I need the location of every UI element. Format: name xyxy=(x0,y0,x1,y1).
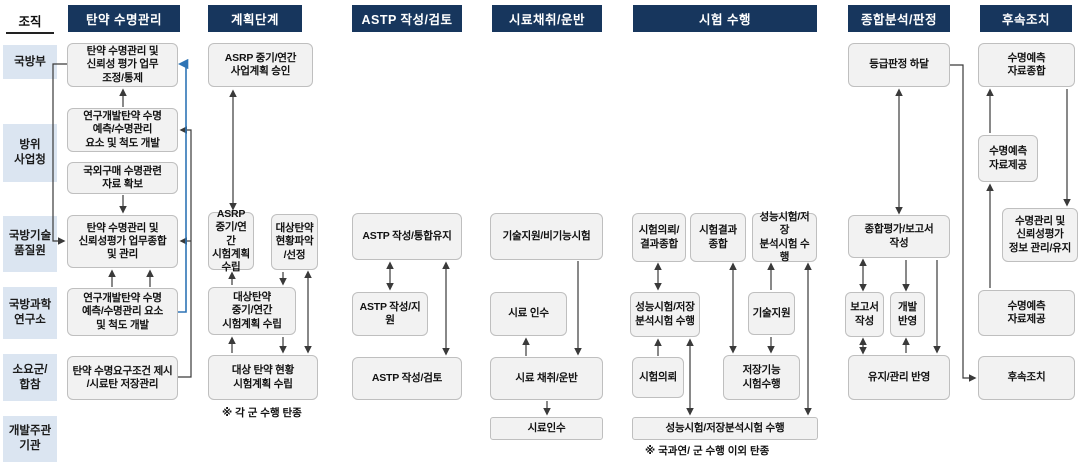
box-perf-storage-test-dtaq: 성능시험/저장 분석시험 수행 xyxy=(752,211,817,263)
box-techsupport-nonfunctional: 기술지원/비기능시험 xyxy=(490,213,603,260)
box-perf-storage-test-add: 성능시험/저장 분석시험 수행 xyxy=(630,292,700,337)
box-ammo-coordination: 탄약 수명관리 및 신뢰성 평가 업무 조정/통제 xyxy=(67,43,178,87)
box-lifedata-consolidate: 수명예측 자료종합 xyxy=(978,43,1075,87)
box-maintenance-reflect: 유지/관리 반영 xyxy=(848,355,950,400)
box-rnd-life-factors-dapa: 연구개발탄약 수명 예측/수명관리 요소 및 척도 개발 xyxy=(67,108,178,152)
box-astp-support: ASTP 작성/지원 xyxy=(352,292,428,336)
column-header-life-mgmt: 탄약 수명관리 xyxy=(68,5,180,32)
box-target-status-plan: 대상 탄약 현황 시험계획 수립 xyxy=(208,355,318,400)
row-label-add: 국방과학 연구소 xyxy=(3,287,57,339)
box-rnd-life-factors-add: 연구개발탄약 수명 예측/수명관리 요소 및 척도 개발 xyxy=(67,288,178,336)
box-sample-receive-add: 시료 인수 xyxy=(490,292,567,336)
feedback-connector-blue xyxy=(177,58,189,313)
row-label-mnd: 국방부 xyxy=(3,45,57,79)
column-header-analysis: 종합분석/판정 xyxy=(848,5,950,32)
box-target-ammo-selection: 대상탄약 현황파악 /선정 xyxy=(271,214,318,270)
box-followup-action: 후속조치 xyxy=(978,356,1075,400)
box-lifedata-provide-add: 수명예측 자료제공 xyxy=(978,290,1075,336)
column-header-astp: ASTP 작성/검토 xyxy=(352,5,462,32)
note-each-service: ※ 각 군 수행 탄종 xyxy=(222,407,302,419)
row-label-dtaq: 국방기술 품질원 xyxy=(3,216,57,272)
column-header-testing: 시험 수행 xyxy=(633,5,817,32)
box-test-result-consolidate: 시험결과 종합 xyxy=(690,213,746,262)
box-tech-support: 기술지원 xyxy=(748,292,795,335)
box-lifeinfo-manage: 수명관리 및 신뢰성평가 정보 관리/유지 xyxy=(1002,208,1078,262)
box-asrp-test-plan: ASRP 중기/연간 시험계획 수립 xyxy=(208,208,254,273)
box-target-midterm-plan: 대상탄약 중기/연간 시험계획 수립 xyxy=(208,287,296,335)
box-astp-review: ASTP 작성/검토 xyxy=(352,357,462,400)
row-label-jcs: 소요군/ 합참 xyxy=(3,354,57,401)
row-label-dapa: 방위 사업청 xyxy=(3,124,57,182)
box-eval-report: 종합평가/보고서 작성 xyxy=(848,215,950,258)
column-header-sampling: 시료채취/운반 xyxy=(492,5,602,32)
box-grade-decision: 등급판정 하달 xyxy=(848,43,950,87)
box-foreign-purchase-data: 국외구매 수명관련 자료 확보 xyxy=(67,162,178,194)
box-astp-maintain: ASTP 작성/통합유지 xyxy=(352,213,462,260)
box-lifedata-provide-dapa: 수명예측 자료제공 xyxy=(978,135,1038,182)
box-storage-function-test: 저장기능 시험수행 xyxy=(723,355,800,400)
box-test-request-jcs: 시험의뢰 xyxy=(632,357,684,398)
box-report-write: 보고서 작성 xyxy=(845,292,884,337)
box-qa-consolidation: 탄약 수명관리 및 신뢰성평가 업무종합 및 관리 xyxy=(67,215,178,268)
org-column-title: 조직 xyxy=(6,8,54,34)
note-other-ammo-types: ※ 국과연/ 군 수행 이외 탄종 xyxy=(645,445,770,457)
column-header-followup: 후속조치 xyxy=(980,5,1072,32)
box-asrp-plan-approval: ASRP 중기/연간 사업계획 승인 xyxy=(208,43,313,87)
row-label-dev: 개발주관 기관 xyxy=(3,416,57,462)
box-dev-reflect: 개발 반영 xyxy=(890,292,925,337)
column-header-planning: 계획단계 xyxy=(208,5,302,32)
box-life-requirement-jcs: 탄약 수명요구조건 제시 /시료탄 저장관리 xyxy=(67,356,178,400)
box-test-request-consolidate: 시험의뢰/ 결과종합 xyxy=(632,213,686,262)
box-sample-receive-dev: 시료인수 xyxy=(490,417,603,440)
box-sample-collect-transport: 시료 채취/운반 xyxy=(490,357,603,400)
box-perf-storage-test-dev: 성능시험/저장분석시험 수행 xyxy=(632,417,818,440)
